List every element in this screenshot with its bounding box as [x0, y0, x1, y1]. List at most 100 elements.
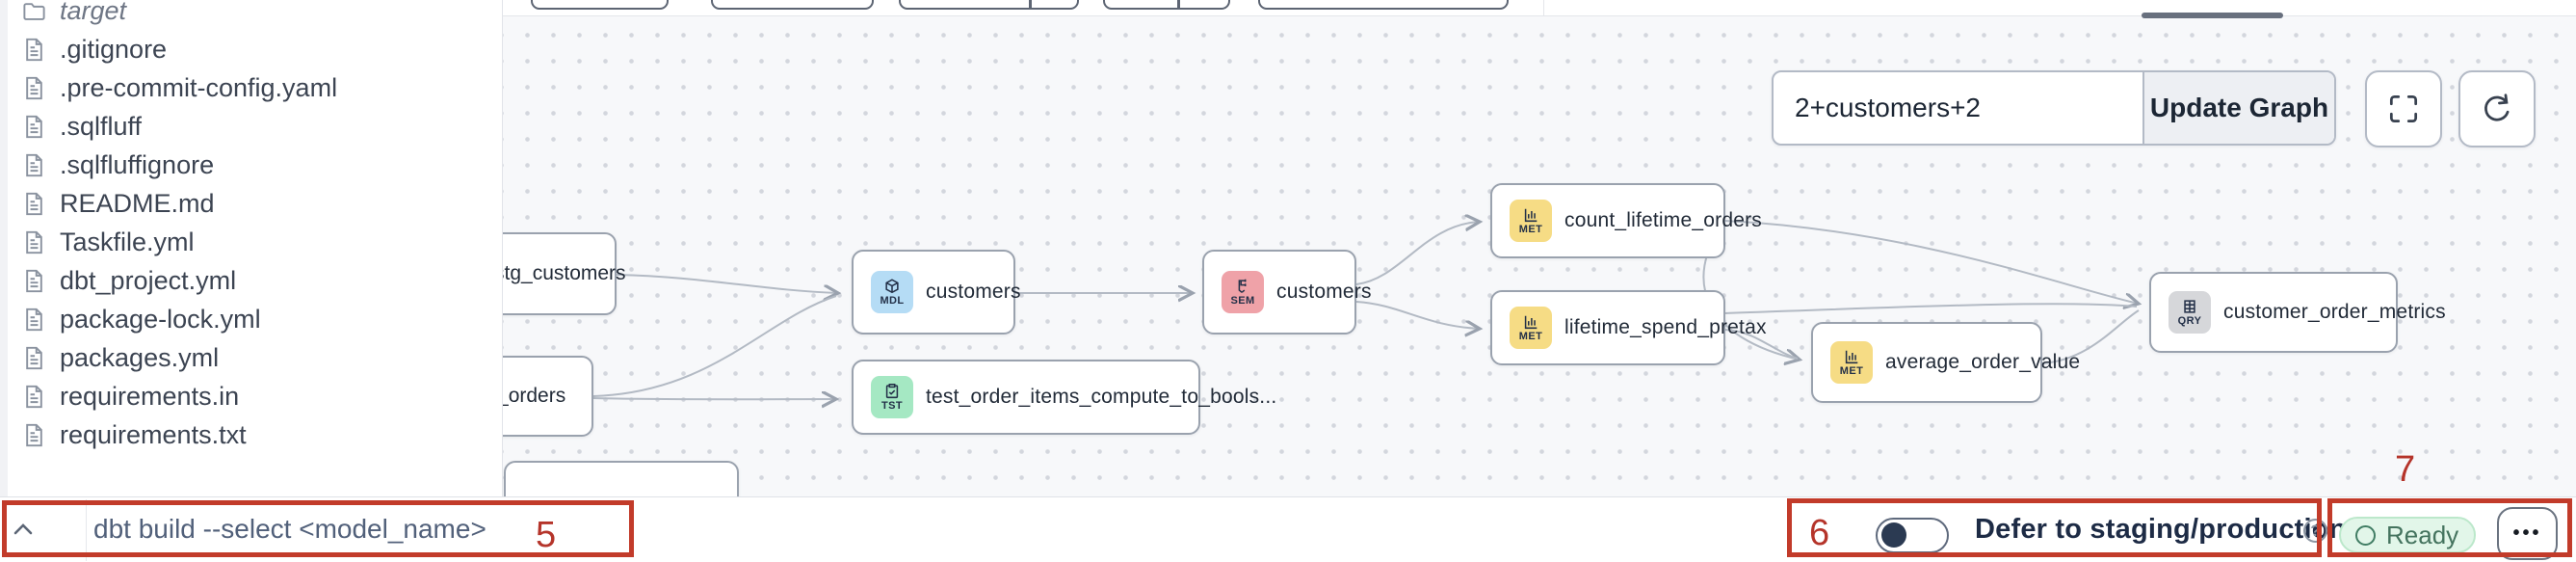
lineage-node-average-order-value[interactable]: MET average_order_value	[1811, 322, 2080, 403]
bar-chart-icon	[1845, 350, 1858, 364]
status-badge: Ready	[2339, 517, 2476, 553]
node-label: average_order_value	[1885, 351, 2081, 373]
defer-toggle[interactable]	[1876, 518, 1949, 553]
file-item[interactable]: package-lock.yml	[0, 300, 502, 338]
lineage-node-stg-orders[interactable]: stg_orders	[503, 356, 593, 437]
bar-divider	[86, 499, 87, 561]
file-item[interactable]: Taskfile.yml	[0, 223, 502, 261]
toolbar-button-partial[interactable]	[1258, 0, 1509, 10]
refresh-icon	[2484, 94, 2510, 121]
file-icon	[26, 346, 42, 369]
file-item[interactable]: packages.yml	[0, 338, 502, 377]
file-list: target .gitignore .pre-commit-config.yam…	[0, 0, 502, 454]
lineage-node-lifetime-spend-pretax[interactable]: MET lifetime_spend_pretax	[1490, 290, 1766, 365]
model-selector-input[interactable]	[1774, 72, 2142, 144]
strip-divider	[1543, 0, 1544, 15]
file-item[interactable]: .sqlfluff	[0, 107, 502, 146]
node-label: count_lifetime_orders	[1564, 209, 1762, 231]
table-icon	[2184, 300, 2195, 313]
model-selector-group: Update Graph	[1772, 70, 2336, 146]
file-item[interactable]: dbt_project.yml	[0, 261, 502, 300]
file-name: target	[60, 0, 127, 25]
node-label: test_order_items_compute_to_bools...	[926, 386, 1277, 408]
active-tab-indicator	[2142, 13, 2283, 18]
metric-badge: MET	[1510, 307, 1552, 349]
file-icon	[26, 76, 42, 99]
segment-divider	[1029, 0, 1032, 8]
file-name: Taskfile.yml	[60, 227, 195, 256]
toolbar-button-partial[interactable]	[531, 0, 669, 10]
cube-icon	[885, 279, 899, 294]
toolbar-button-partial[interactable]	[1103, 0, 1230, 10]
folder-icon	[23, 2, 45, 20]
lineage-canvas[interactable]: stg_customers stg_orders MDL customers T…	[503, 15, 2576, 496]
file-name: .sqlfluff	[60, 111, 143, 141]
panel-edge	[0, 0, 8, 496]
file-icon	[26, 115, 42, 138]
more-options-button[interactable]: •••	[2497, 507, 2558, 560]
file-item[interactable]: .pre-commit-config.yaml	[0, 68, 502, 107]
bar-chart-icon	[1524, 208, 1538, 223]
file-name: requirements.in	[60, 381, 240, 411]
file-icon	[26, 308, 42, 331]
editor-tab-strip	[503, 0, 2576, 15]
lineage-node-customer-order-metrics[interactable]: QRY customer_order_metrics	[2149, 272, 2446, 353]
file-name: packages.yml	[60, 342, 220, 372]
segment-divider	[1177, 0, 1180, 8]
lineage-node-customers-semantic[interactable]: SEM customers	[1202, 250, 1371, 335]
file-item[interactable]: .sqlfluffignore	[0, 146, 502, 184]
node-label: stg_customers	[503, 262, 626, 284]
expand-panel-button[interactable]	[12, 522, 35, 542]
lineage-node-customers-model[interactable]: MDL customers	[852, 250, 1020, 335]
update-graph-button[interactable]: Update Graph	[2142, 72, 2334, 144]
node-label: stg_orders	[503, 385, 566, 407]
file-name: package-lock.yml	[60, 304, 261, 334]
help-icon[interactable]: ?	[2303, 519, 2327, 543]
command-bar: Defer to staging/production ? Ready •••	[0, 496, 2576, 561]
node-label: customers	[1276, 281, 1372, 303]
file-item[interactable]: README.md	[0, 184, 502, 223]
file-item[interactable]: .gitignore	[0, 30, 502, 68]
file-icon	[26, 38, 42, 61]
file-icon	[26, 230, 42, 254]
model-badge: MDL	[871, 271, 913, 313]
metric-badge: MET	[1830, 341, 1873, 384]
file-icon	[26, 153, 42, 176]
status-text: Ready	[2386, 520, 2459, 549]
bar-chart-icon	[1524, 315, 1538, 330]
saved-query-badge: QRY	[2169, 291, 2211, 334]
file-name: requirements.txt	[60, 419, 247, 449]
chevron-up-icon	[13, 523, 33, 535]
file-icon	[26, 385, 42, 408]
file-name: README.md	[60, 188, 215, 218]
status-circle-icon	[2355, 524, 2376, 546]
node-label: lifetime_spend_pretax	[1564, 316, 1767, 338]
fullscreen-icon	[2389, 94, 2418, 123]
refresh-button[interactable]	[2458, 70, 2536, 147]
test-badge: TST	[871, 376, 913, 418]
file-item[interactable]: requirements.in	[0, 377, 502, 415]
lineage-node-test-order-items[interactable]: TST test_order_items_compute_to_bools...	[852, 360, 1276, 435]
file-explorer[interactable]: target .gitignore .pre-commit-config.yam…	[0, 0, 503, 496]
file-icon	[26, 269, 42, 292]
metric-badge: MET	[1510, 200, 1552, 242]
lineage-node-stg-customers[interactable]: stg_customers	[503, 232, 626, 315]
lineage-node-count-lifetime-orders[interactable]: MET count_lifetime_orders	[1490, 183, 1762, 258]
file-icon	[26, 192, 42, 215]
file-name: .gitignore	[60, 34, 168, 64]
toolbar-button-partial[interactable]	[899, 0, 1079, 10]
file-name: .sqlfluffignore	[60, 149, 215, 179]
node-label: customer_order_metrics	[2223, 301, 2446, 323]
toggle-knob	[1881, 522, 1906, 548]
file-name: .pre-commit-config.yaml	[60, 72, 338, 102]
dbt-command-input[interactable]	[93, 498, 527, 560]
file-name: dbt_project.yml	[60, 265, 237, 295]
file-icon	[26, 423, 42, 446]
clipboard-check-icon	[885, 384, 899, 399]
fullscreen-button[interactable]	[2365, 70, 2442, 147]
file-item[interactable]: target	[0, 0, 502, 30]
toolbar-button-partial[interactable]	[711, 0, 874, 10]
file-item[interactable]: requirements.txt	[0, 415, 502, 454]
branch-icon	[1238, 279, 1247, 293]
lineage-node-partial[interactable]	[504, 461, 739, 496]
